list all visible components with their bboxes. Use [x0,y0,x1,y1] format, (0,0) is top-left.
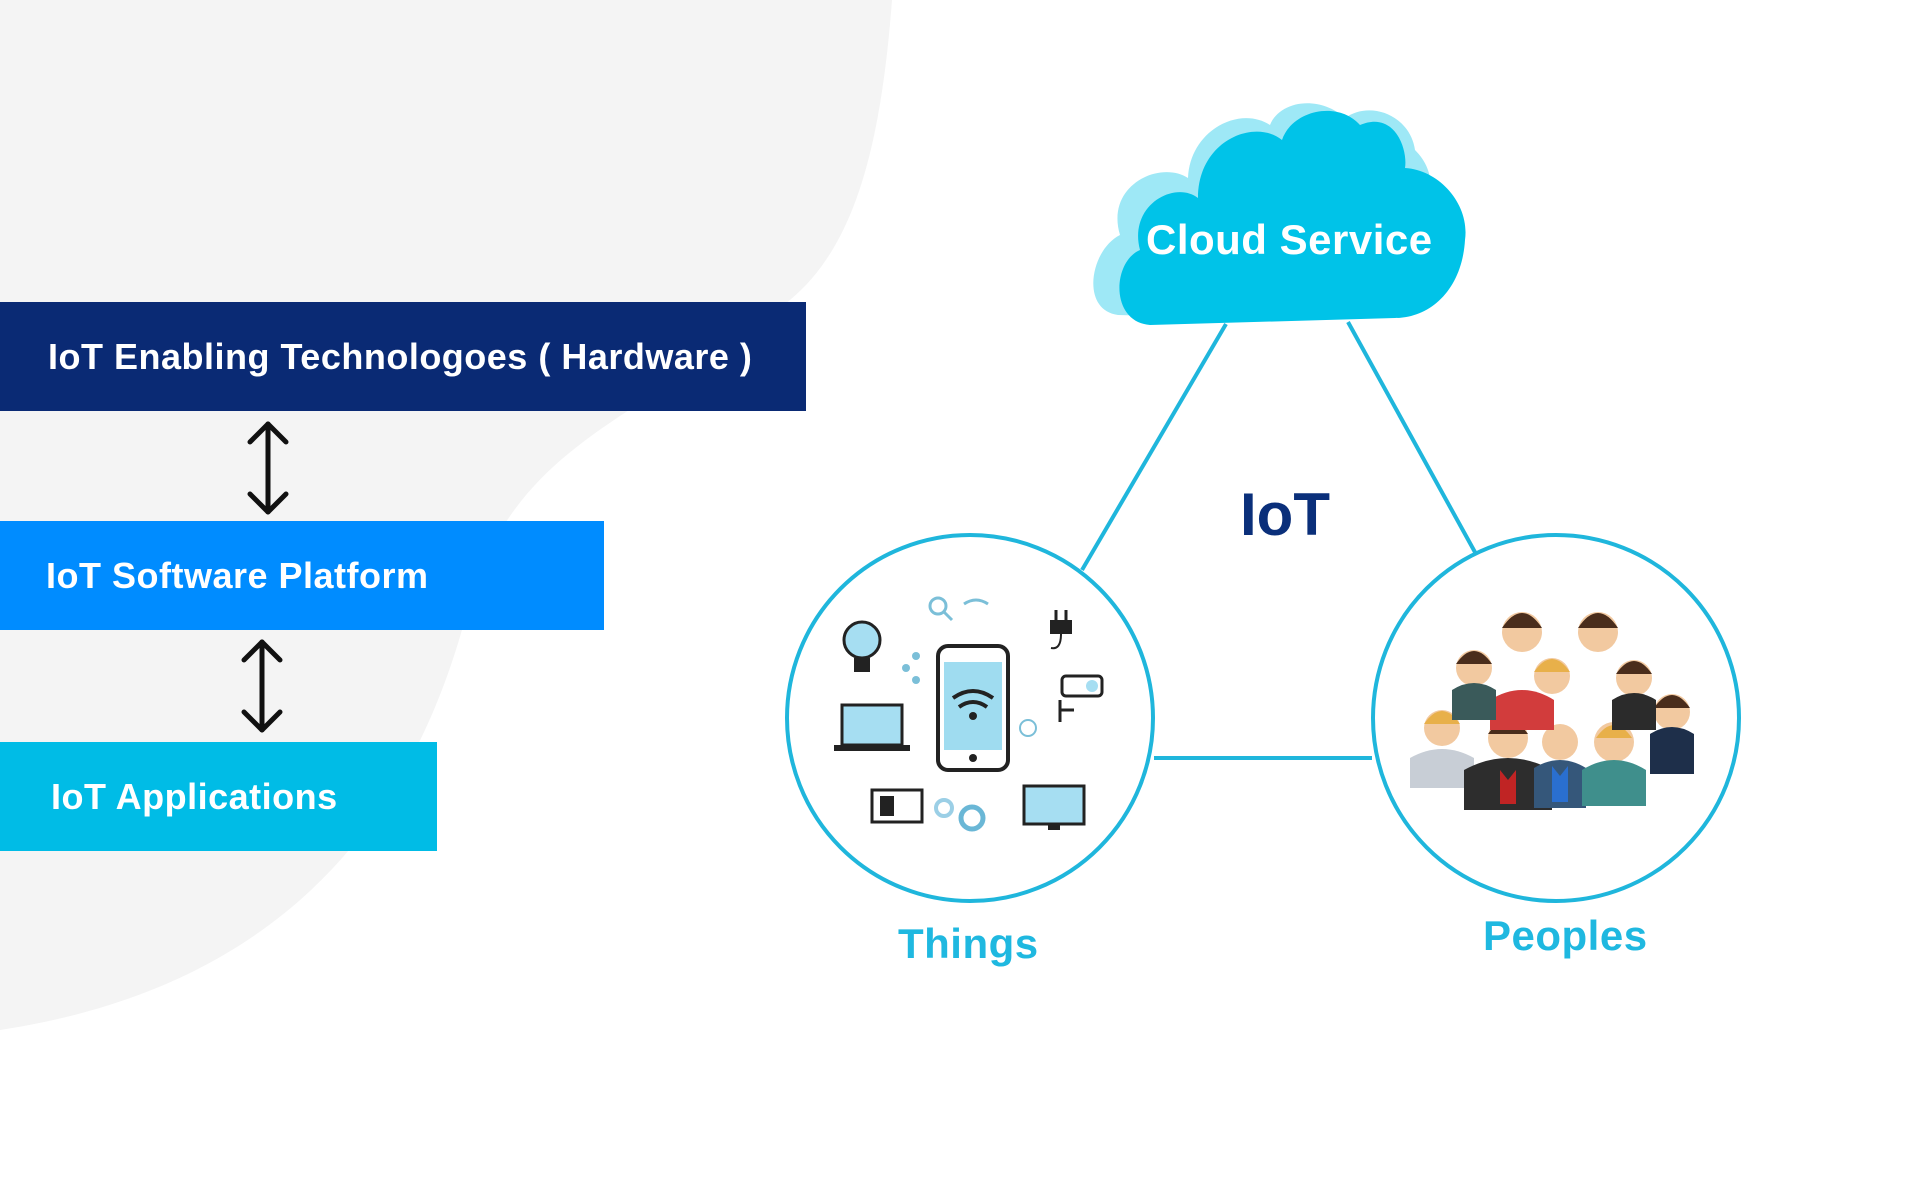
cloud-icon [1093,103,1466,325]
peoples-node [1371,533,1741,903]
people-group-icon [1410,612,1694,810]
layer-applications-bar: IoT Applications [0,742,437,851]
layer-hardware-bar: IoT Enabling Technologoes ( Hardware ) [0,302,806,411]
edge-cloud-peoples [1346,321,1478,555]
double-arrow-icon [241,639,283,733]
layer-applications-label: IoT Applications [51,775,338,817]
layer-software-label: IoT Software Platform [46,554,429,596]
peoples-label: Peoples [1483,912,1648,959]
double-arrow-icon [247,421,289,515]
things-node [785,533,1155,903]
things-label: Things [898,920,1039,967]
devices-collage-icon [834,596,1104,832]
edge-cloud-things [1080,322,1228,572]
layer-hardware-label: IoT Enabling Technologoes ( Hardware ) [48,335,753,377]
layer-software-bar: IoT Software Platform [0,521,604,630]
cloud-service-label: Cloud Service [1146,216,1433,263]
iot-center-label: IoT [1240,481,1330,548]
